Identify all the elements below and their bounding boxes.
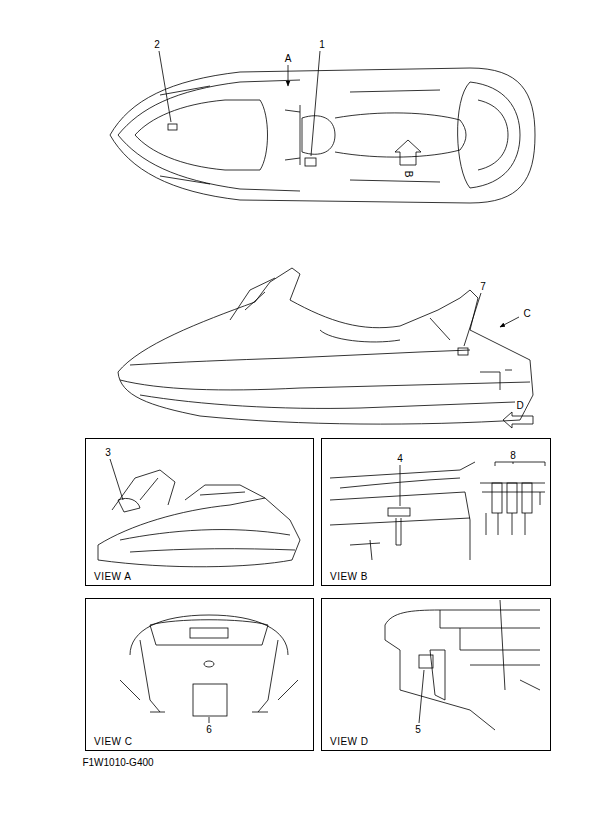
view-panel: VIEW A [85, 438, 314, 586]
line-art [385, 610, 540, 730]
callout-number: 2 [153, 39, 161, 50]
line-art [311, 51, 320, 156]
line-art [302, 116, 335, 155]
line-art [168, 124, 177, 130]
line-art [120, 680, 298, 712]
top-view [110, 68, 535, 203]
side-view [118, 268, 533, 424]
callout-number: 6 [205, 724, 213, 735]
line-art [118, 135, 300, 191]
view-c-art [120, 615, 298, 716]
line-art [285, 105, 300, 165]
view-panel: VIEW C [85, 598, 314, 751]
line-art [507, 483, 517, 513]
view-d-art [385, 600, 540, 730]
callout-number: 5 [414, 724, 422, 735]
callout-number: 3 [104, 447, 112, 458]
line-art [185, 485, 265, 500]
line-art [110, 68, 535, 203]
view-arrow-letter: C [522, 308, 531, 319]
line-art [320, 318, 450, 342]
line-art [458, 348, 468, 355]
figure-code: F1W1010-G400 [81, 757, 154, 768]
view-title: VIEW D [329, 736, 370, 747]
line-art [340, 478, 460, 545]
line-art [209, 717, 210, 723]
view-b-art [330, 462, 545, 560]
callout-number: 4 [396, 453, 404, 464]
line-art [98, 498, 300, 567]
line-art [478, 100, 508, 170]
line-art [150, 620, 268, 645]
line-art [140, 640, 278, 712]
line-art [159, 51, 171, 122]
line-art [118, 498, 140, 512]
view-a-art [98, 470, 300, 567]
line-art [330, 462, 475, 560]
line-art [500, 317, 519, 327]
line-art [396, 518, 401, 545]
line-art [110, 459, 123, 500]
line-art [350, 90, 440, 182]
line-art [492, 483, 502, 513]
line-art [305, 158, 316, 166]
line-art [495, 462, 545, 466]
sticker-group [480, 483, 545, 535]
line-art [395, 140, 421, 165]
view-title: VIEW C [93, 736, 134, 747]
line-art [288, 65, 289, 86]
view-title: VIEW B [329, 571, 369, 582]
line-art [440, 610, 540, 665]
line-art [335, 113, 466, 157]
line-art [112, 470, 175, 510]
line-art [204, 661, 214, 667]
line-art [130, 615, 288, 655]
line-art [120, 530, 295, 552]
view-panel: VIEW D [321, 598, 551, 751]
line-art [522, 483, 532, 513]
line-art [458, 82, 520, 188]
line-art [135, 100, 268, 170]
line-art [430, 650, 445, 700]
line-art [230, 278, 275, 320]
line-art [118, 80, 300, 135]
view-arrow-letter: B [403, 170, 414, 179]
callout-number: 8 [509, 450, 517, 461]
line-art [370, 540, 372, 560]
line-art [419, 655, 433, 668]
line-art [400, 465, 401, 506]
view-title: VIEW A [93, 571, 132, 582]
line-art [480, 370, 512, 390]
callout-number: 1 [318, 39, 326, 50]
callout-number: 7 [479, 281, 487, 292]
line-art [130, 350, 470, 365]
line-art [140, 395, 515, 408]
view-arrow-letter: A [284, 53, 293, 64]
line-art [118, 268, 533, 424]
leader-lines [110, 51, 545, 723]
line-art [120, 380, 530, 390]
line-art [190, 628, 228, 638]
line-art [388, 508, 410, 516]
line-art [193, 684, 227, 716]
line-art [500, 600, 540, 690]
line-art [480, 483, 545, 535]
view-arrow-letter: D [515, 400, 524, 411]
